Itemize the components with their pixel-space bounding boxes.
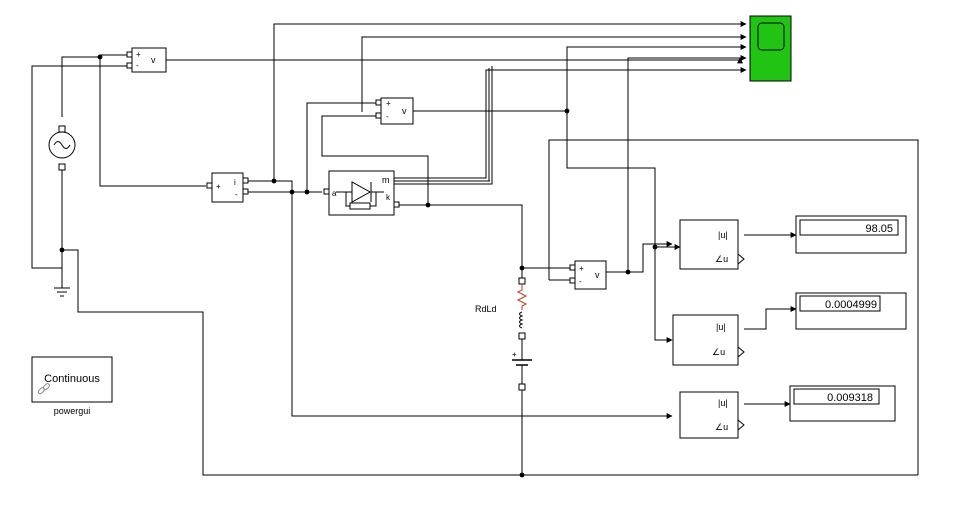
junction-dots [59, 54, 658, 478]
fourier-block-1[interactable]: |u| ∠u [679, 219, 745, 270]
ac-voltage-source[interactable] [48, 125, 76, 171]
fourier-block-3[interactable]: |u| ∠u [679, 391, 745, 439]
vm1-label: v [151, 55, 156, 65]
diode-m-label: m [382, 175, 390, 185]
link-icon [37, 383, 50, 395]
am-minus: - [235, 190, 238, 199]
fourier-1-angle: ∠u [715, 254, 728, 264]
scope-block[interactable] [749, 15, 792, 82]
vm2-label: v [402, 106, 407, 116]
powergui-mode: Continuous [44, 373, 100, 385]
fourier-1-mag: |u| [718, 230, 728, 240]
display-2[interactable]: 0.0004999 [795, 292, 907, 330]
rlc-branch[interactable]: RdLd [475, 277, 528, 340]
fourier-3-mag: |u| [718, 398, 728, 408]
vm1-minus: - [136, 61, 139, 70]
current-measurement[interactable]: + i - [206, 172, 249, 203]
fourier-block-2[interactable]: |u| ∠u [672, 314, 745, 366]
diode-k-label: k [386, 193, 391, 202]
display-3-value: 0.009318 [827, 392, 873, 404]
vm3-minus: - [579, 277, 582, 286]
diode-block[interactable]: m a k [323, 170, 400, 216]
signal-lines [31, 21, 919, 476]
vm3-plus: + [579, 264, 584, 273]
fourier-2-mag: |u| [716, 322, 726, 332]
vm1-plus: + [136, 50, 141, 59]
voltage-measurement-load[interactable]: + - v [569, 260, 607, 290]
diode-a-label: a [332, 189, 337, 198]
vm2-minus: - [386, 112, 389, 121]
am-label: i [234, 178, 236, 187]
dc-plus: + [512, 350, 517, 359]
vm3-label: v [595, 270, 600, 280]
voltage-measurement-diode[interactable]: + - v [375, 97, 414, 125]
fourier-2-angle: ∠u [712, 347, 725, 357]
display-2-value: 0.0004999 [825, 299, 877, 311]
am-plus: + [216, 182, 221, 191]
voltage-measurement-source[interactable]: + - v [126, 47, 167, 73]
display-1-value: 98.05 [865, 223, 893, 235]
vm2-plus: + [386, 99, 391, 108]
rlc-name: RdLd [475, 304, 497, 314]
display-1[interactable]: 98.05 [795, 215, 907, 254]
powergui-name: powergui [54, 406, 91, 416]
dc-voltage-source[interactable]: + [512, 339, 532, 391]
display-3[interactable]: 0.009318 [789, 385, 896, 422]
fourier-3-angle: ∠u [715, 422, 728, 432]
powergui-block[interactable]: Continuous powergui [31, 356, 113, 416]
